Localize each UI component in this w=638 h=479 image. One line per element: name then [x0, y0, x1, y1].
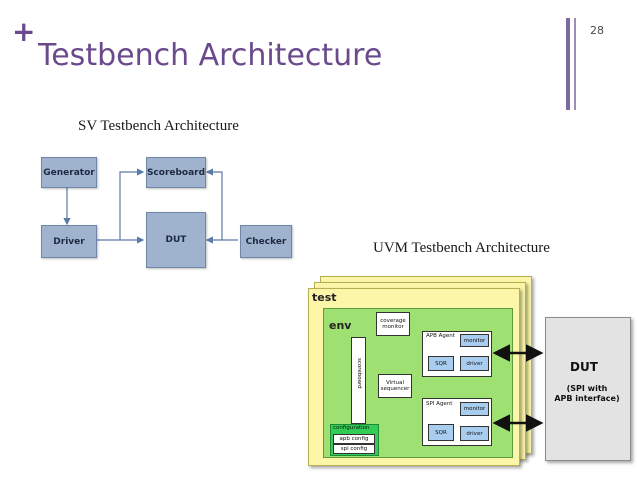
- page-number: 28: [590, 24, 604, 37]
- scoreboard-block: Scoreboard: [146, 157, 206, 188]
- dut-block: DUT: [146, 212, 206, 268]
- uvm-dut-subtitle-line2: APB interface): [554, 394, 620, 403]
- plus-icon: +: [12, 15, 36, 48]
- virtual-sequencer-block: Virtual sequencer: [378, 374, 412, 398]
- header-divider-thin: [574, 18, 576, 110]
- configuration-label: configuration: [333, 425, 370, 431]
- apb-config-block: apb config: [333, 434, 375, 444]
- env-label: env: [329, 319, 352, 332]
- slide-title: Testbench Architecture: [38, 38, 383, 73]
- spi-sqr-block: SQR: [428, 424, 454, 441]
- uvm-dut-subtitle-line1: (SPI with: [566, 384, 608, 393]
- apb-driver-block: driver: [460, 356, 489, 371]
- uvm-diagram-title: UVM Testbench Architecture: [373, 240, 550, 256]
- spi-agent-label: SPI Agent: [426, 401, 453, 407]
- spi-config-block: spi config: [333, 444, 375, 454]
- apb-agent-label: APB Agent: [426, 333, 455, 339]
- coverage-monitor-block: coverage monitor: [376, 312, 410, 336]
- uvm-dut-subtitle: (SPI with APB interface): [552, 384, 622, 404]
- generator-block: Generator: [41, 157, 97, 188]
- sv-diagram-title: SV Testbench Architecture: [78, 118, 239, 134]
- spi-driver-block: driver: [460, 426, 489, 441]
- scoreboard-block: [351, 337, 366, 424]
- spi-monitor-block: monitor: [460, 402, 489, 416]
- uvm-dut-block: [545, 317, 631, 461]
- test-label: test: [312, 291, 337, 304]
- apb-sqr-block: SQR: [428, 356, 454, 371]
- checker-block: Checker: [240, 225, 292, 258]
- driver-block: Driver: [41, 225, 97, 258]
- header-divider: [566, 18, 570, 110]
- uvm-dut-title: DUT: [570, 360, 598, 374]
- apb-monitor-block: monitor: [460, 334, 489, 347]
